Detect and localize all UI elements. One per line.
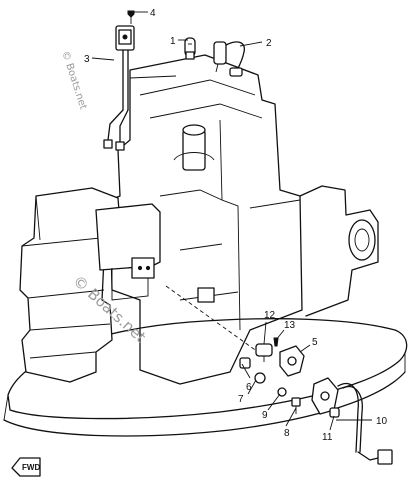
intake-cover: [19, 187, 215, 383]
part-3-harness: [103, 25, 135, 151]
part-7-washer: [254, 372, 266, 384]
callout-13: 13: [284, 320, 296, 331]
callout-2: 2: [266, 38, 272, 49]
callout-6: 6: [246, 382, 252, 393]
routing-line-a: [165, 285, 259, 353]
part-10-lead-wire: [337, 382, 393, 465]
callout-12: 12: [264, 310, 276, 321]
mounting-plate: [3, 318, 408, 437]
callout-3: 3: [84, 54, 90, 65]
callout-5: 5: [312, 337, 318, 348]
engine-block: [109, 54, 379, 385]
callout-8: 8: [284, 428, 290, 439]
fwd-marker: FWD: [11, 457, 41, 477]
part-6-nut: [239, 357, 251, 369]
callout-11: 11: [322, 432, 333, 443]
callout-7: 7: [238, 394, 244, 405]
leader-lines: [91, 11, 372, 431]
part-5-relay: [279, 345, 305, 377]
part-1-bulb: [184, 37, 196, 60]
part-13-terminal: [273, 337, 279, 347]
forward-arrow-icon: [11, 457, 41, 477]
part-4-screw: [127, 10, 135, 24]
part-2-fuse-holder: [213, 41, 246, 77]
part-12-cap: [255, 343, 273, 362]
fwd-label: FWD: [22, 463, 40, 472]
callout-1: 1: [170, 36, 176, 47]
callout-10: 10: [376, 416, 388, 427]
part-11-grommet: [329, 407, 340, 418]
routing-line-b: [129, 75, 177, 79]
callout-4: 4: [150, 8, 156, 19]
callout-9: 9: [262, 410, 268, 421]
part-8-bolt: [291, 397, 301, 414]
